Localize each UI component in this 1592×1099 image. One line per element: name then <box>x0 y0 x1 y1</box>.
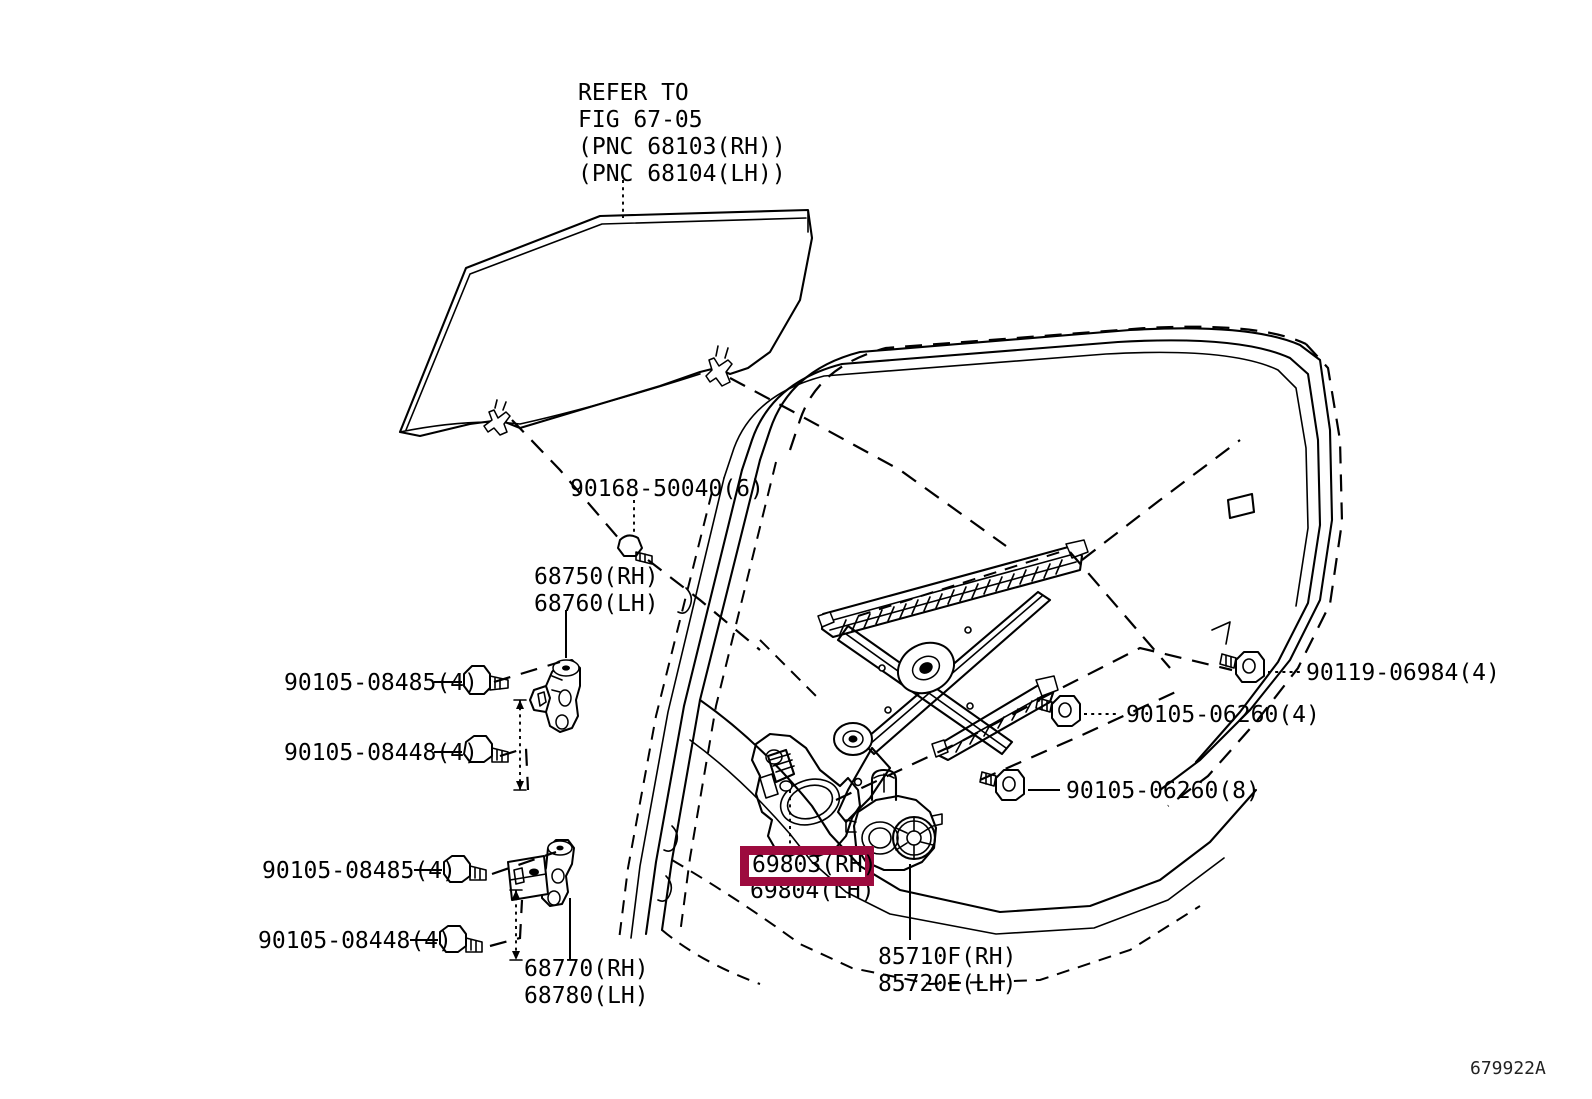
regulator-drive-housing <box>750 722 873 858</box>
figure-code: 679922A <box>1470 1058 1546 1079</box>
refer-to-note: REFER TO FIG 67-05 (PNC 68103(RH)) (PNC … <box>578 80 786 187</box>
label-bolt-90105-06260-8: 90105-06260(8) <box>1066 778 1260 804</box>
label-regulator-rh: 69803(RH) <box>752 852 877 878</box>
bolt-90105-06260-4 <box>1035 695 1081 727</box>
label-motor: 85710F(RH) 85720E(LH) <box>878 944 1017 997</box>
label-bolt-90105-06260-4: 90105-06260(4) <box>1126 702 1320 728</box>
label-screw-90168-50040: 90168-50040(6) <box>570 476 764 502</box>
label-bolt-90105-08485-lower: 90105-08485(4) <box>262 858 456 884</box>
window-regulator-assembly <box>750 539 1089 858</box>
bolt-90105-08448-upper <box>463 735 509 763</box>
screw-90168-50040 <box>617 534 653 565</box>
bolt-90105-08485-lower <box>443 855 487 883</box>
bolt-90119-06984 <box>1219 651 1265 683</box>
bolt-90105-06260-8 <box>979 769 1025 801</box>
door-glass <box>398 208 814 438</box>
label-bolt-90119-06984: 90119-06984(4) <box>1306 660 1500 686</box>
leader-lines <box>410 180 1300 961</box>
upper-hinge <box>528 659 581 733</box>
door-panel-outline <box>618 325 1344 986</box>
label-bolt-90105-08485-upper: 90105-08485(4) <box>284 670 478 696</box>
bolt-90105-08448-lower <box>439 925 483 953</box>
label-hinge-upper: 68750(RH) 68760(LH) <box>534 564 659 617</box>
door-inner-contours <box>657 587 693 902</box>
label-bolt-90105-08448-upper: 90105-08448(4) <box>284 740 478 766</box>
highlight-box-69803 <box>740 846 874 886</box>
label-hinge-lower: 68770(RH) 68780(LH) <box>524 956 649 1009</box>
label-bolt-90105-08448-lower: 90105-08448(4) <box>258 928 452 954</box>
lower-hinge <box>507 839 575 907</box>
